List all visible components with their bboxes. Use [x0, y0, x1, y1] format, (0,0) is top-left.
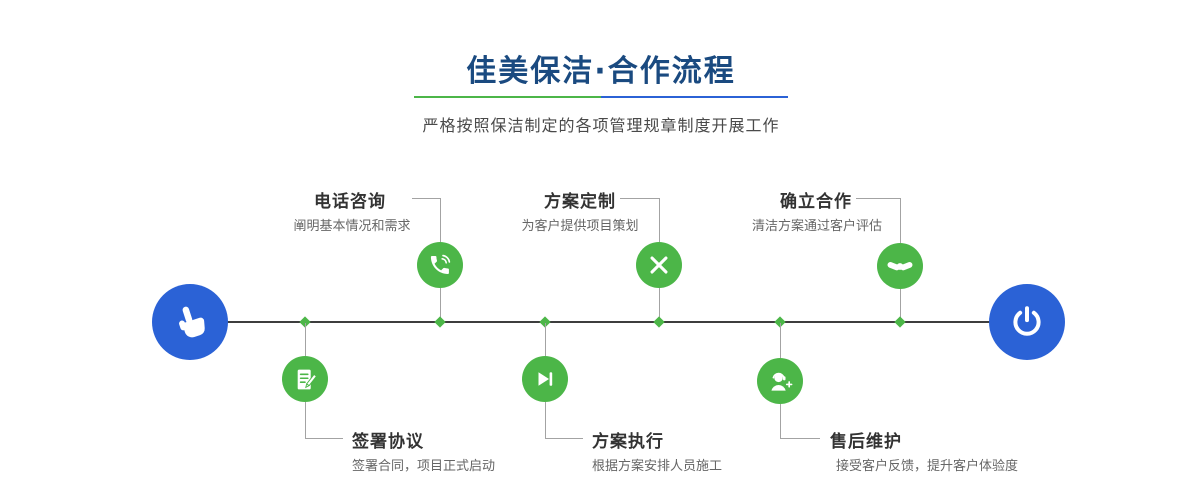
connector-line	[440, 198, 441, 242]
connector-line	[305, 438, 343, 439]
step-title: 电话咨询	[314, 192, 386, 212]
step-title: 签署协议	[352, 432, 424, 452]
step-execute-node	[522, 356, 568, 402]
junction-diamond	[894, 316, 906, 328]
step-desc: 清洁方案通过客户评估	[751, 219, 882, 234]
connector-line	[305, 402, 306, 438]
step-sign-node	[282, 356, 328, 402]
step-plan-node	[636, 242, 682, 288]
connector-line	[659, 198, 660, 242]
connector-line	[659, 288, 660, 321]
step-phone-node	[417, 242, 463, 288]
connector-line	[900, 198, 901, 243]
handshake-icon	[885, 251, 915, 281]
timeline-start-node	[152, 284, 228, 360]
connector-line	[545, 438, 583, 439]
step-desc: 阐明基本情况和需求	[293, 219, 411, 234]
junction-diamond	[434, 316, 446, 328]
connector-line	[305, 323, 306, 356]
step-desc: 签署合同，项目正式启动	[352, 459, 496, 474]
step-desc: 根据方案安排人员施工	[592, 459, 723, 474]
junction-diamond	[653, 316, 665, 328]
connector-line	[780, 323, 781, 358]
connector-line	[900, 289, 901, 321]
step-desc: 接受客户反馈，提升客户体验度	[836, 459, 1019, 474]
phone-icon	[428, 253, 452, 277]
step-desc: 为客户提供项目策划	[521, 219, 639, 234]
hand-pointer-icon	[170, 302, 210, 342]
design-icon	[646, 252, 672, 278]
contract-icon	[293, 367, 318, 392]
connector-line	[412, 198, 440, 199]
connector-line	[780, 438, 820, 439]
connector-line	[440, 288, 441, 321]
connector-line	[545, 323, 546, 356]
headset-icon	[767, 368, 794, 395]
connector-line	[856, 198, 900, 199]
step-title: 确立合作	[780, 192, 852, 212]
connector-line	[545, 402, 546, 438]
connector-line	[780, 404, 781, 438]
play-icon	[533, 367, 557, 391]
timeline-line	[190, 321, 1030, 323]
page-subtitle: 严格按照保洁制定的各项管理规章制度开展工作	[422, 116, 780, 135]
step-title: 方案执行	[592, 432, 664, 452]
step-title: 方案定制	[544, 192, 616, 212]
step-cooperate-node	[877, 243, 923, 289]
power-icon	[1008, 303, 1046, 341]
title-underline	[414, 96, 788, 98]
step-aftersale-node	[757, 358, 803, 404]
page-title: 佳美保洁·合作流程	[466, 54, 736, 89]
connector-line	[620, 198, 659, 199]
step-title: 售后维护	[830, 432, 902, 452]
timeline-end-node	[989, 284, 1065, 360]
